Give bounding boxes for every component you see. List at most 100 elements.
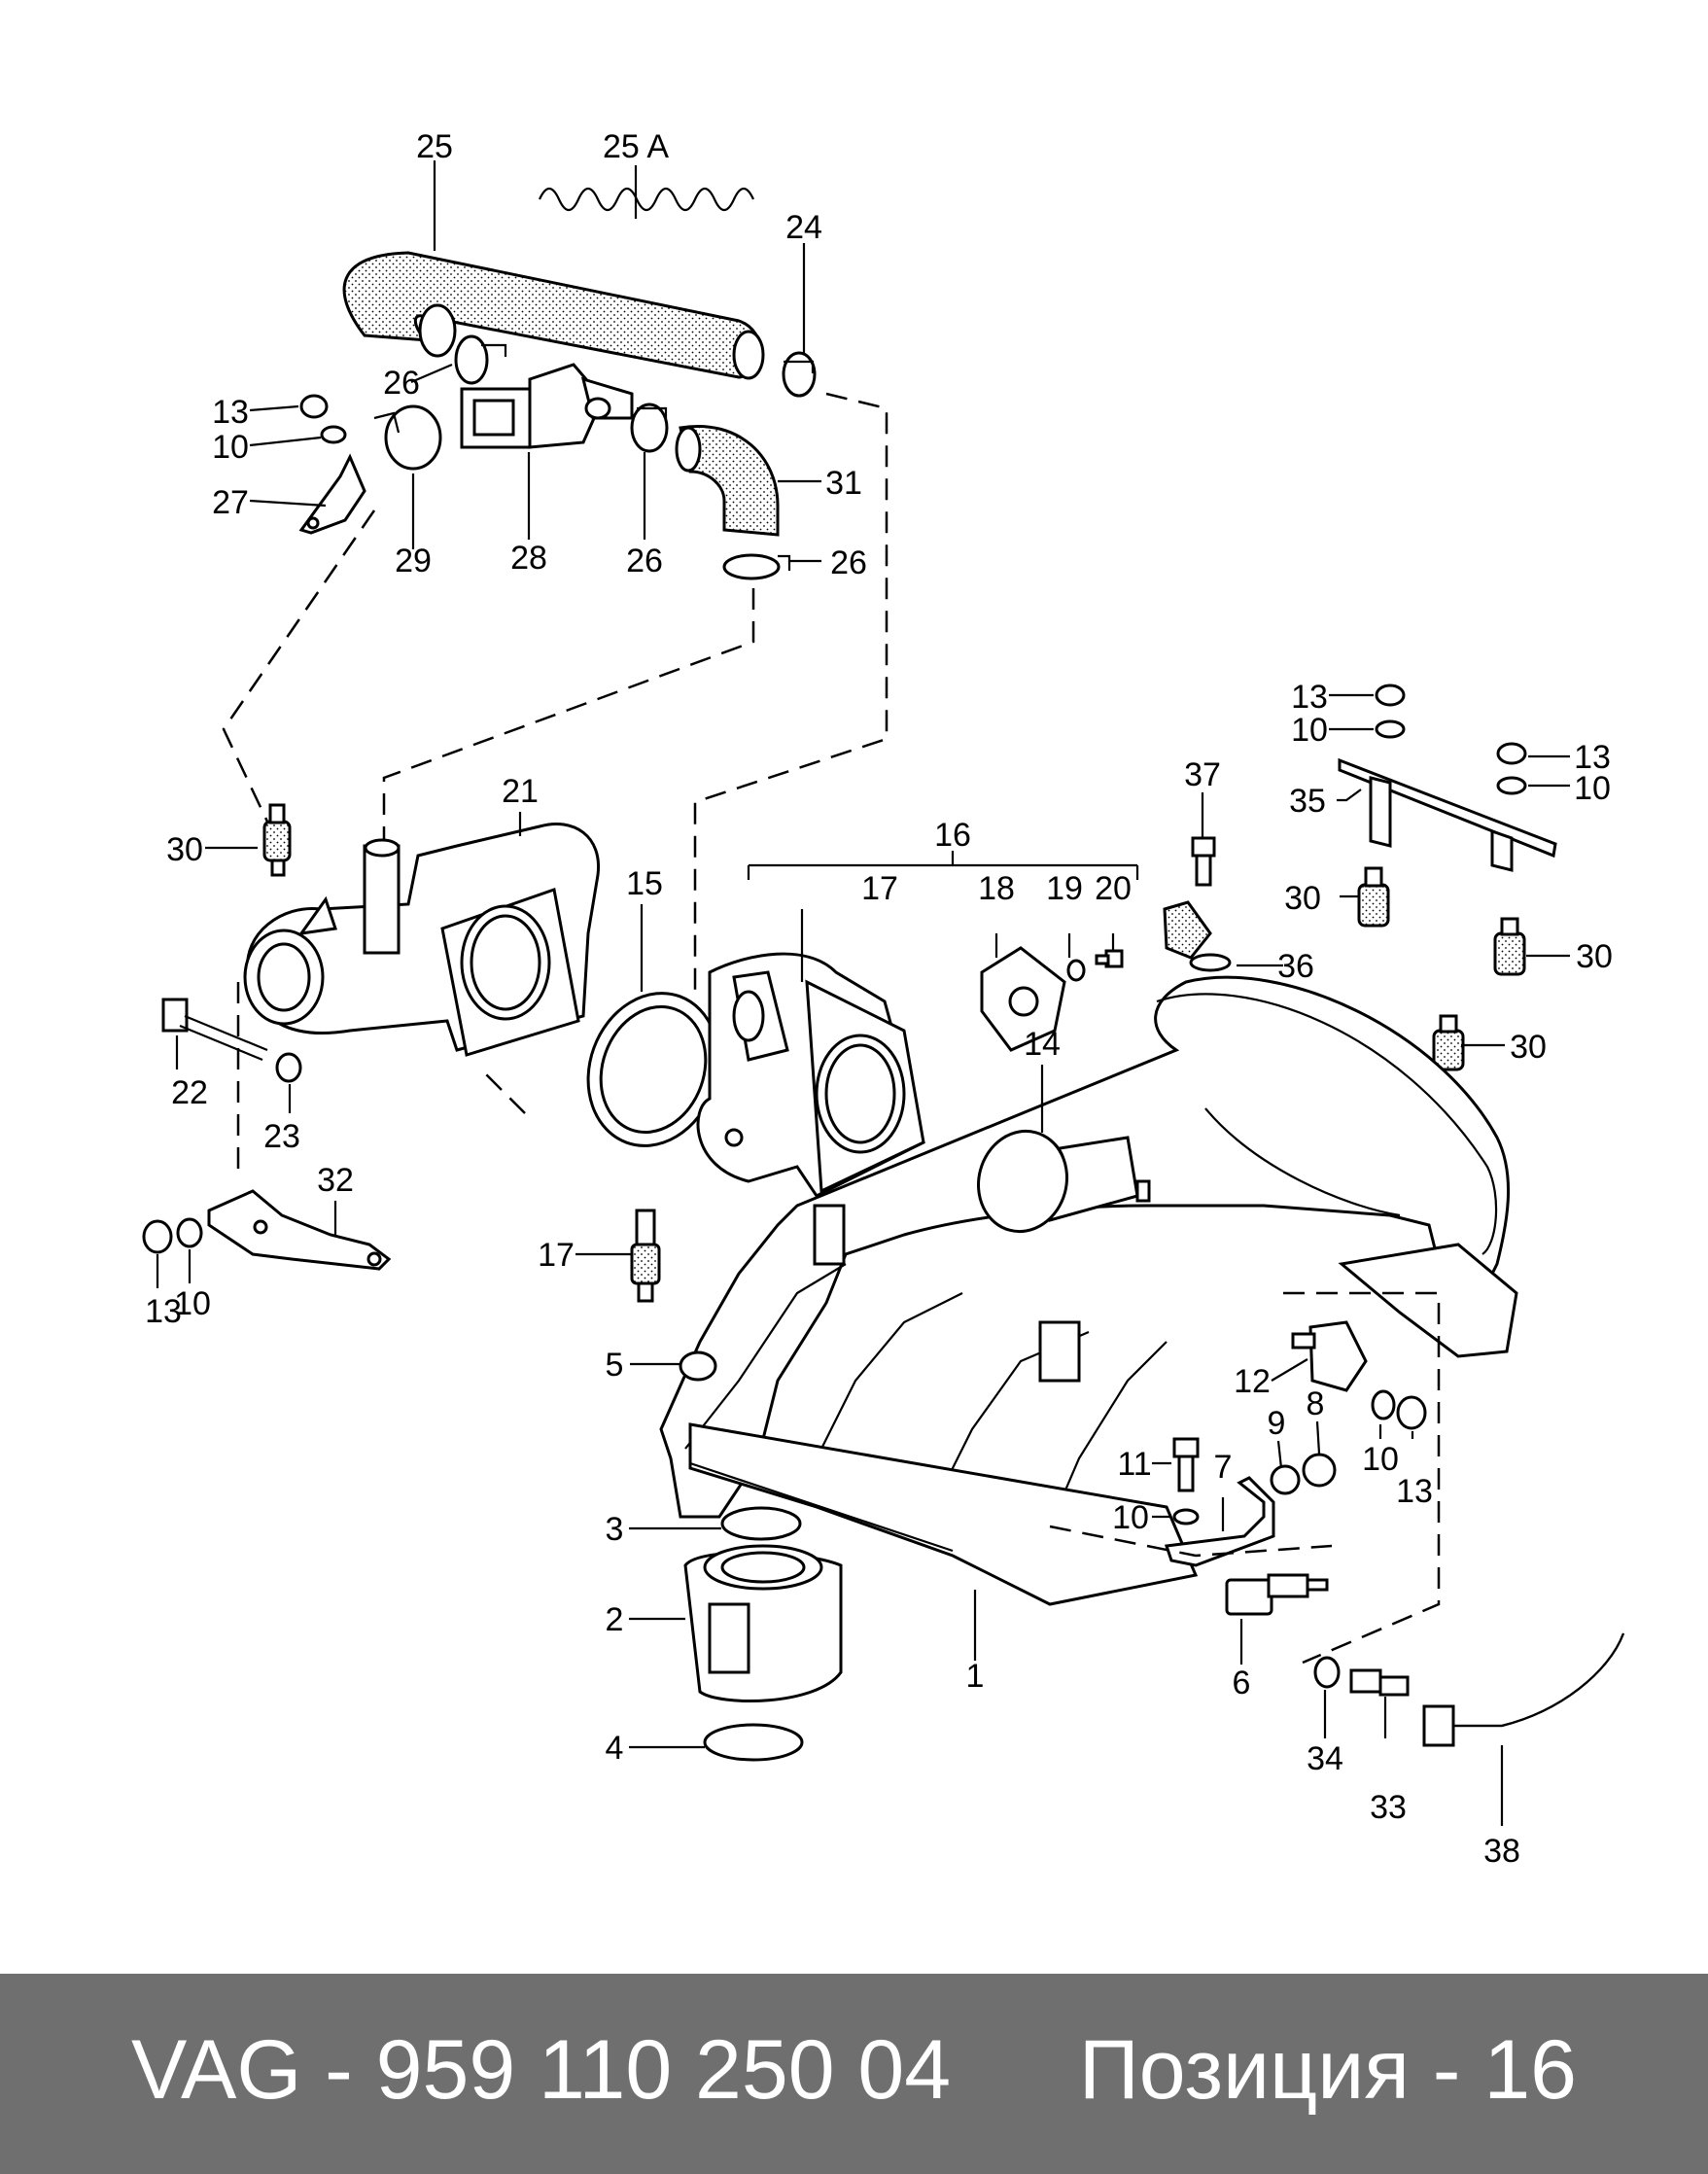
- bolt-11: [1172, 1437, 1200, 1492]
- rubber-mount-30-a: [1357, 866, 1390, 928]
- callout-21: 21: [502, 773, 539, 810]
- gasket-3: [720, 1506, 802, 1541]
- bracket-27: [298, 453, 366, 535]
- gasket-15: [586, 992, 720, 1147]
- pipe-38: [1422, 1632, 1625, 1747]
- hose-clamp-26-top: [454, 334, 507, 385]
- sensor-6: [1225, 1573, 1329, 1616]
- washer-10-top-left: [320, 425, 347, 444]
- washer-10-right-d: [1172, 1508, 1200, 1525]
- callout-5: 5: [606, 1347, 624, 1384]
- adapter-housing-2: [683, 1544, 843, 1703]
- callout-32: 32: [317, 1162, 354, 1199]
- callout-10-d: 10: [174, 1285, 211, 1322]
- callout-20: 20: [1095, 870, 1132, 907]
- callout-26-b: 26: [626, 543, 663, 579]
- washer-34: [1313, 1656, 1341, 1689]
- callout-17-b: 17: [538, 1237, 575, 1274]
- callout-13-d: 13: [145, 1293, 182, 1330]
- callout-18: 18: [978, 870, 1015, 907]
- bolt-22: [161, 998, 268, 1062]
- callout-13-e: 13: [1396, 1473, 1433, 1510]
- fitting-33: [1349, 1668, 1410, 1697]
- callout-30-b: 30: [1576, 938, 1613, 975]
- nut-13-right-b: [1496, 742, 1527, 765]
- leader-lines: [156, 160, 1570, 1826]
- callout-30-a: 30: [1284, 880, 1321, 917]
- intake-manifold-1: [659, 975, 1518, 1606]
- hose-clamp-26-mid: [630, 403, 669, 453]
- spring-25a: [538, 187, 755, 212]
- callout-35: 35: [1289, 783, 1326, 820]
- hose-31: [675, 425, 780, 537]
- hose-clamp-24: [782, 351, 817, 398]
- callout-10-c: 10: [1574, 770, 1611, 807]
- throttle-body-17: [696, 952, 925, 1198]
- nut-13-right-a: [1375, 684, 1406, 707]
- idle-valve-28: [460, 363, 634, 449]
- callout-37: 37: [1184, 756, 1221, 793]
- hose-clamp-26-low: [722, 553, 791, 580]
- position-label: Позиция - 16: [1078, 2023, 1577, 2117]
- callout-19: 19: [1046, 870, 1083, 907]
- washer-10-right-b: [1496, 776, 1527, 795]
- callout-14: 14: [1024, 1026, 1061, 1063]
- callout-24: 24: [785, 209, 822, 246]
- bolt-37: [1191, 836, 1216, 887]
- gasket-4: [703, 1723, 804, 1762]
- nut-5: [679, 1350, 717, 1382]
- gasket-14: [976, 1129, 1069, 1234]
- callout-9: 9: [1268, 1405, 1286, 1442]
- callout-34: 34: [1307, 1740, 1343, 1777]
- callout-22: 22: [171, 1074, 208, 1111]
- rubber-mount-30-left: [262, 803, 292, 877]
- callout-23: 23: [263, 1118, 300, 1155]
- callout-26-a: 26: [383, 365, 420, 402]
- callout-1: 1: [966, 1658, 985, 1695]
- washer-19: [1066, 959, 1086, 982]
- callout-26-c: 26: [830, 544, 867, 581]
- washer-10-right-c: [1371, 1389, 1396, 1420]
- callout-4: 4: [606, 1730, 624, 1767]
- bracket-7: [1164, 1476, 1275, 1567]
- callout-16: 16: [934, 817, 971, 854]
- callout-10-b: 10: [1291, 712, 1328, 749]
- callout-25a: 25 A: [603, 128, 669, 165]
- callout-2: 2: [606, 1601, 624, 1638]
- callout-11: 11: [1117, 1446, 1151, 1483]
- hose-clamp-29: [373, 404, 442, 471]
- callout-10-e: 10: [1362, 1441, 1399, 1478]
- washer-9: [1270, 1464, 1301, 1495]
- bracket-32: [207, 1189, 392, 1271]
- sensor-12: [1291, 1320, 1368, 1392]
- callout-29: 29: [395, 543, 432, 579]
- callout-36: 36: [1277, 948, 1314, 985]
- callout-10-a: 10: [212, 429, 249, 466]
- temp-sensor-17: [630, 1209, 661, 1303]
- callout-10-f: 10: [1112, 1499, 1149, 1536]
- callout-13-b: 13: [1291, 679, 1328, 716]
- callout-38: 38: [1483, 1833, 1520, 1870]
- callout-31: 31: [825, 465, 862, 502]
- bracket-36: [1163, 900, 1232, 972]
- callout-6: 6: [1233, 1665, 1251, 1701]
- washer-10-right-a: [1375, 719, 1406, 739]
- callout-28: 28: [510, 540, 547, 577]
- callout-13-c: 13: [1574, 739, 1611, 776]
- footer-bar: VAG - 959 110 250 04 Позиция - 16: [0, 1974, 1708, 2174]
- callout-25: 25: [416, 128, 453, 165]
- nut-13-top-left: [299, 394, 329, 419]
- callout-8: 8: [1307, 1385, 1325, 1422]
- callout-17-a: 17: [861, 870, 898, 907]
- part-number: VAG - 959 110 250 04: [131, 2023, 952, 2117]
- nut-8: [1302, 1453, 1337, 1488]
- washer-10-lower-left: [176, 1217, 203, 1248]
- callout-33: 33: [1370, 1789, 1407, 1826]
- callout-12: 12: [1234, 1363, 1271, 1400]
- callout-30-d: 30: [166, 831, 203, 868]
- callout-30-c: 30: [1510, 1029, 1547, 1066]
- rubber-mount-30-b: [1493, 917, 1526, 976]
- nut-13-lower-left: [142, 1219, 173, 1254]
- throttle-switch-18: [980, 946, 1066, 1052]
- callout-7: 7: [1214, 1449, 1233, 1486]
